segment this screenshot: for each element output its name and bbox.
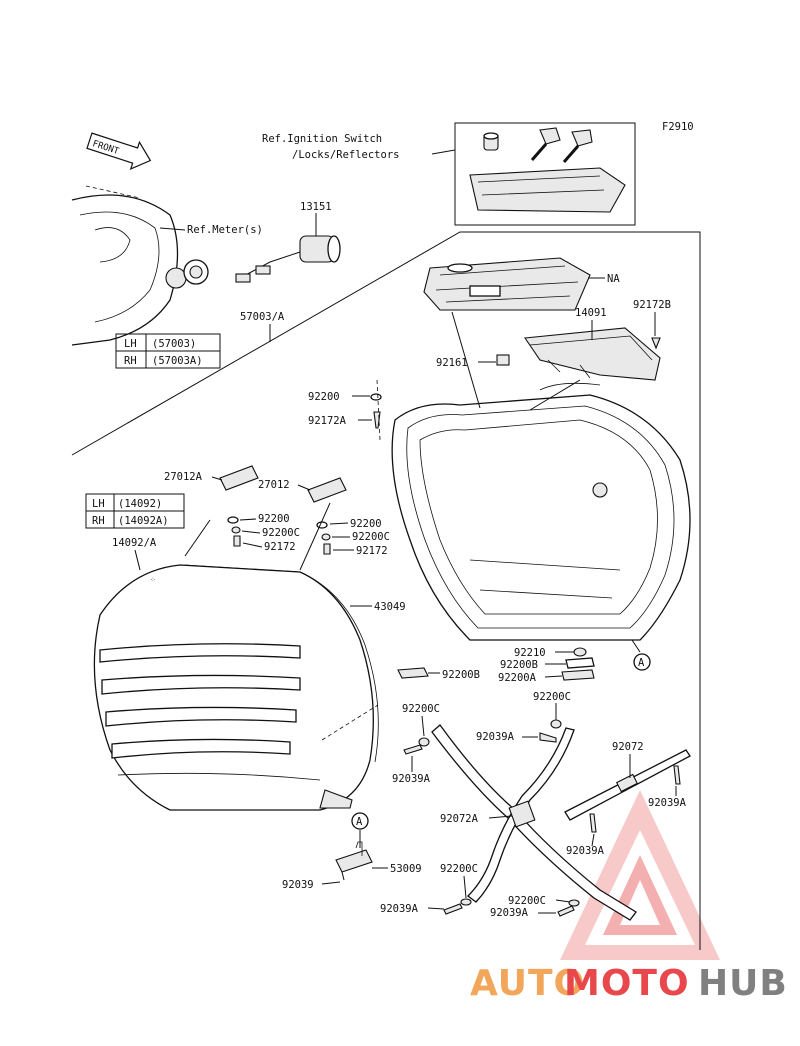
label-92200A: 92200A [498,672,537,684]
bracket-53009 [335,841,373,881]
ref-mark-a-lower: A [351,812,369,848]
label-92161: 92161 [436,357,468,369]
hinge-plate-27012 [307,477,347,503]
label-92200-r: 92200 [350,518,382,530]
label-92039: 92039 [282,879,314,891]
label-92200C-a: 92200C [533,691,571,703]
clip-92161 [496,354,510,366]
label-92172-l: 92172 [264,541,296,553]
label-92200C-r: 92200C [352,531,390,543]
label-27012A: 27012A [164,471,203,483]
table1-row1-side: LH [124,338,137,350]
strap-92072 [564,749,691,821]
label-92200C-l: 92200C [262,527,300,539]
label-14092A: 14092/A [112,537,157,549]
svg-text:A: A [356,816,363,828]
table2-row1-part: (14092) [118,498,162,510]
label-92039A-a: 92039A [476,731,515,743]
ref-mark-a-upper: A [631,639,651,671]
watermark-hub: HUB [698,963,788,1004]
label-na: NA [607,273,620,285]
label-43049: 43049 [374,601,406,613]
ignition-ref-box [454,122,636,226]
label-92039A-d: 92039A [566,845,605,857]
ignition-switch-13151 [235,235,341,283]
hinge-plate-27012A [219,465,259,491]
reflector-14091 [524,327,661,381]
label-92172-r: 92172 [356,545,388,557]
lock-assembly-na [423,257,591,311]
table2-row2-side: RH [92,515,105,527]
table1-row2-side: RH [124,355,137,367]
table2-row1-side: LH [92,498,105,510]
meter-housing [71,185,209,346]
label-92200B: 92200B [500,659,538,671]
watermark-triangle [560,790,720,960]
saddlebag-case [391,382,691,641]
watermark-moto: MOTO [564,963,690,1004]
label-53009: 53009 [390,863,422,875]
label-14091: 14091 [575,307,607,319]
label-92200B-lid: 92200B [442,669,480,681]
label-92200-top: 92200 [308,391,340,403]
label-92172B: 92172B [633,299,671,311]
label-92200C-c: 92200C [440,863,478,875]
table1-row1-part: (57003) [152,338,196,350]
watermark-logo: AUTO MOTO HUB [470,963,788,1004]
label-92039A-f: 92039A [490,907,529,919]
seal-92200B-lid [397,667,429,679]
ref-ignition-line2: /Locks/Reflectors [292,149,399,161]
label-57003A: 57003/A [240,311,285,323]
label-92039A-e: 92039A [380,903,419,915]
label-92072A: 92072A [440,813,479,825]
label-92072: 92072 [612,741,644,753]
side-table-57003: LH (57003) RH (57003A) [115,333,221,369]
label-92200C-b: 92200C [402,703,440,715]
label-13151: 13151 [300,201,332,213]
svg-text:⁘: ⁘ [150,576,156,584]
lock-cylinder-icon [483,132,499,151]
side-table-14092: LH (14092) RH (14092A) [85,493,185,529]
svg-text:A: A [638,657,645,669]
assembly-boundary [71,231,701,950]
label-92210: 92210 [514,647,546,659]
front-arrow-icon: FRONT [86,132,152,170]
saddlebag-lid: ⁘ [93,564,379,811]
stopper-parts [561,647,595,681]
ref-ignition-line1: Ref.Ignition Switch [262,133,382,145]
label-92039A-b: 92039A [392,773,431,785]
label-92172A: 92172A [308,415,347,427]
figure-code: F2910 [662,121,694,133]
fasteners-left [227,516,241,547]
label-92039A-c: 92039A [648,797,687,809]
table2-row2-part: (14092A) [118,515,169,527]
lock-assembly-ref [469,167,626,213]
watermark-auto: AUTO [470,963,585,1004]
label-92200C-d: 92200C [508,895,546,907]
key-icon [530,127,593,163]
table1-row2-part: (57003A) [152,355,203,367]
ref-meter-label: Ref.Meter(s) [187,224,263,236]
label-92200-l: 92200 [258,513,290,525]
label-27012: 27012 [258,479,290,491]
strap-92072A [431,724,637,921]
